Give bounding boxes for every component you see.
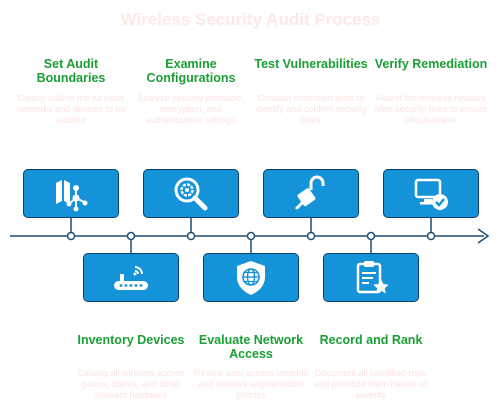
timeline-node-5	[306, 231, 316, 241]
step-desc-examine-configurations: Analyze security protocols, encryption, …	[137, 93, 245, 125]
step-desc-verify-remediation: Retest the wireless network after securi…	[374, 93, 488, 125]
step-title-set-audit-boundaries: Set Audit Boundaries	[36, 57, 106, 85]
step-title-verify-remediation: Verify Remediation	[374, 57, 488, 71]
timeline-node-3	[186, 231, 196, 241]
timeline-node-1	[66, 231, 76, 241]
timeline-arrowhead	[477, 228, 490, 244]
unlocked-padlock-icon	[295, 175, 325, 209]
timeline-node-4	[246, 231, 256, 241]
step-box-evaluate-network-access	[203, 253, 299, 302]
shield-globe-icon	[237, 260, 265, 295]
step-title-inventory-devices: Inventory Devices	[77, 333, 185, 347]
timeline-node-6	[366, 231, 376, 241]
step-title-test-vulnerabilities: Test Vulnerabilities	[254, 57, 368, 71]
network-boundary-icon	[56, 179, 88, 211]
step-desc-test-vulnerabilities: Conduct controlled tests to identify and…	[255, 93, 367, 125]
timeline-node-2	[126, 231, 136, 241]
magnifier-gear-icon	[174, 177, 208, 210]
step-desc-record-and-rank: Document all identified risks and priori…	[314, 368, 428, 400]
step-desc-set-audit-boundaries: Clearly outline the wireless networks an…	[16, 93, 126, 125]
step-box-verify-remediation	[383, 169, 479, 218]
router-icon	[114, 265, 148, 290]
monitor-check-icon	[414, 178, 448, 210]
step-title-examine-configurations: Examine Configurations	[146, 57, 236, 85]
step-box-set-audit-boundaries	[23, 169, 119, 218]
diagram-title: Wireless Security Audit Process	[120, 10, 381, 29]
step-box-examine-configurations	[143, 169, 239, 218]
step-box-inventory-devices	[83, 253, 179, 302]
step-title-evaluate-network-access: Evaluate Network Access	[198, 333, 304, 361]
step-title-record-and-rank: Record and Rank	[319, 333, 423, 347]
clipboard-star-icon	[356, 260, 389, 293]
step-box-test-vulnerabilities	[263, 169, 359, 218]
step-desc-inventory-devices: Catalog all wireless access points, clie…	[76, 368, 186, 400]
step-desc-evaluate-network-access: Review user access controls and network …	[193, 368, 309, 400]
timeline-node-7	[426, 231, 436, 241]
step-box-record-and-rank	[323, 253, 419, 302]
